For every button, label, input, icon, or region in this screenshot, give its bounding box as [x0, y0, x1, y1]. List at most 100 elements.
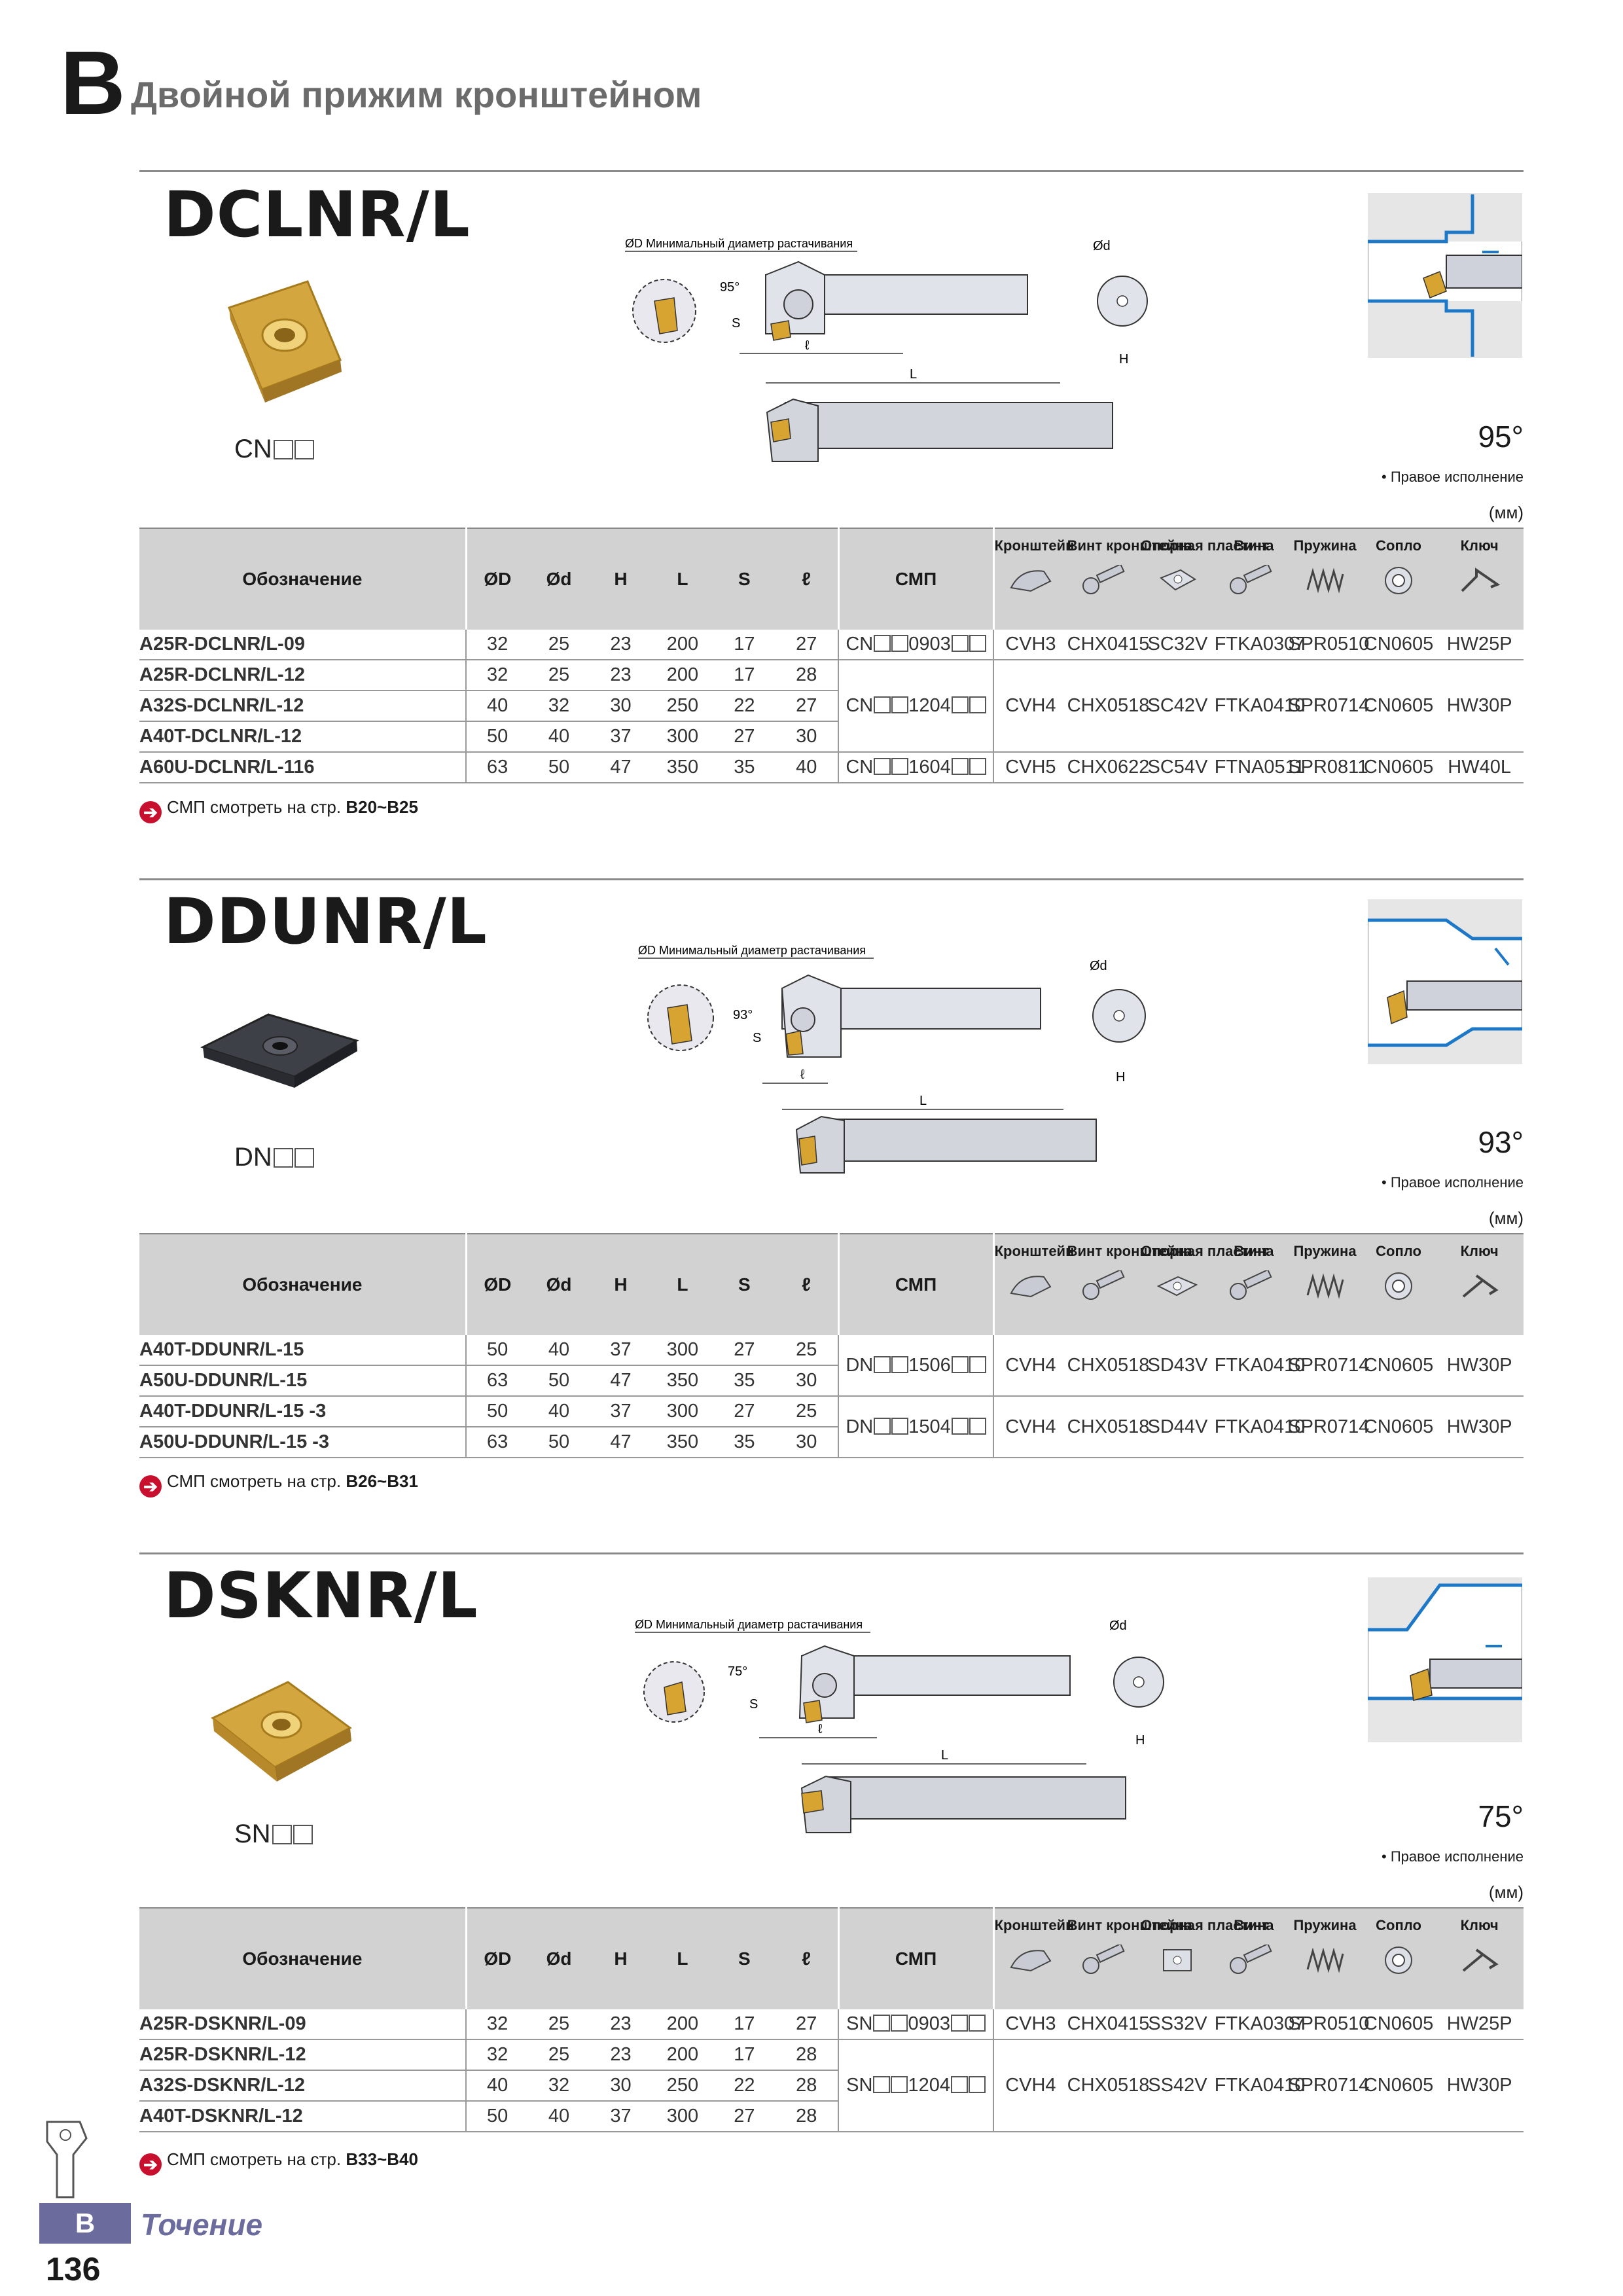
svg-text:Ød: Ød	[1109, 1619, 1127, 1633]
table-row: A32S-DSKNR/L-12 40 32 30 250 22 28	[139, 2070, 1524, 2102]
svg-text:ℓ: ℓ	[800, 1067, 805, 1082]
turning-tool-icon	[46, 2121, 88, 2198]
screw-icon	[1229, 1945, 1272, 1975]
table-row: A40T-DDUNR/L-15 -3 50 40 37 300 27 25 DN…	[139, 1396, 1524, 1458]
chapter-label: Точение	[141, 2208, 263, 2242]
table-header: Обозначение ØD Ød H L S ℓ СМП Кронштейн …	[139, 1233, 1524, 1335]
nozzle-icon	[1385, 1946, 1413, 1975]
svg-text:H: H	[1135, 1733, 1145, 1748]
spring-icon	[1306, 1947, 1344, 1973]
col-l: ℓ	[775, 528, 838, 630]
col-d: Ød	[527, 528, 590, 630]
svg-text:Ød: Ød	[1090, 959, 1107, 973]
tool-drawing: ØD Минимальный диаметр растачивания 75° …	[635, 1618, 1164, 1833]
insert-reference-note: ➔СМП смотреть на стр. B26~B31	[139, 1471, 418, 1498]
spec-table: Обозначение ØD Ød H L S ℓ СМП Кронштейн …	[139, 1233, 1524, 1458]
page-number: 136	[46, 2251, 101, 2287]
section-letter: B	[60, 33, 126, 134]
page-title: Двойной прижим кронштейном	[131, 74, 702, 115]
model-title: DCLNR/L	[164, 178, 471, 251]
tool-drawing: ØD Минимальный диаметр растачивания 95° …	[625, 237, 1148, 462]
approach-angle: 93°	[1478, 1125, 1524, 1159]
screw-icon	[1082, 565, 1125, 595]
svg-text:Ød: Ød	[1093, 239, 1111, 253]
insert-code: SN	[234, 1820, 313, 1849]
spec-table: Обозначение ØD Ød H L S ℓ СМП Кронштейн …	[139, 528, 1524, 783]
screw-icon	[1082, 1270, 1125, 1300]
table-row: A40T-DSKNR/L-12 50 40 37 300 27 28	[139, 2101, 1524, 2132]
table-row: A50U-DDUNR/L-15 63 50 47 350 35 30	[139, 1365, 1524, 1397]
insert-image	[200, 1013, 359, 1088]
col-seat: Опорная пластина	[1141, 528, 1274, 630]
spring-icon	[1306, 567, 1344, 594]
section-separator	[139, 1552, 1524, 1554]
svg-text:L: L	[919, 1094, 927, 1108]
col-H: H	[590, 528, 652, 630]
table-header: Обозначение ØD Ød H L S ℓ СМП Кронштейн …	[139, 1907, 1524, 2009]
col-clamp: Кронштейн	[992, 528, 1074, 630]
svg-text:L: L	[941, 1748, 948, 1763]
svg-text:H: H	[1119, 352, 1128, 367]
table-row: A50U-DDUNR/L-15 -3 63 50 47 350 35 30	[139, 1427, 1524, 1458]
screw-icon	[1082, 1945, 1125, 1975]
key-icon	[1462, 1948, 1499, 1972]
model-title: DDUNR/L	[164, 885, 488, 958]
clamp-icon	[1010, 1950, 1052, 1972]
insert-reference-note: ➔СМП смотреть на стр. B33~B40	[139, 2149, 418, 2176]
insert-code: DN	[234, 1143, 314, 1172]
units-label: (мм)	[1488, 1882, 1524, 1902]
section-separator	[139, 878, 1524, 880]
right-version-note: • Правое исполнение	[1382, 1848, 1524, 1865]
seat-icon	[1163, 1949, 1192, 1972]
min-diameter-label: ØD Минимальный диаметр растачивания	[638, 944, 866, 957]
operation-sketch	[1368, 899, 1522, 1064]
min-diameter-label: ØD Минимальный диаметр растачивания	[635, 1618, 863, 1631]
screw-icon	[1229, 565, 1272, 595]
table-header: Обозначение ØD Ød H L S ℓ СМП Кронштейн …	[139, 528, 1524, 630]
insert-code: CN	[234, 435, 314, 464]
insert-reference-note: ➔СМП смотреть на стр. B20~B25	[139, 797, 418, 823]
insert-image	[211, 1681, 352, 1782]
table-row: A40T-DCLNR/L-12 50 40 37 300 27 30	[139, 721, 1524, 753]
operation-sketch	[1368, 193, 1522, 358]
units-label: (мм)	[1488, 503, 1524, 522]
col-screw1: Винт кронштейна	[1067, 528, 1192, 630]
screw-icon	[1229, 1270, 1272, 1300]
svg-text:S: S	[753, 1031, 761, 1045]
svg-text:75°: 75°	[728, 1664, 747, 1679]
right-version-note: • Правое исполнение	[1382, 1174, 1524, 1191]
seat-icon	[1157, 1276, 1198, 1297]
svg-text:H: H	[1116, 1070, 1125, 1085]
col-insert: СМП	[837, 528, 994, 630]
svg-text:ℓ: ℓ	[805, 338, 810, 353]
svg-text:L: L	[910, 367, 917, 382]
arrow-icon: ➔	[139, 1475, 162, 1498]
spec-table: Обозначение ØD Ød H L S ℓ СМП Кронштейн …	[139, 1907, 1524, 2132]
units-label: (мм)	[1488, 1208, 1524, 1228]
insert-image	[228, 280, 342, 403]
col-nozzle: Сопло	[1361, 528, 1436, 630]
col-S: S	[713, 528, 776, 630]
key-icon	[1462, 1274, 1499, 1298]
min-diameter-label: ØD Минимальный диаметр растачивания	[625, 237, 853, 250]
approach-angle: 95°	[1478, 420, 1524, 454]
svg-text:S: S	[732, 316, 740, 331]
svg-text:ℓ: ℓ	[818, 1722, 823, 1736]
tool-drawing: ØD Минимальный диаметр растачивания 93° …	[638, 944, 1146, 1174]
arrow-icon: ➔	[139, 2153, 162, 2176]
col-D: ØD	[465, 528, 528, 630]
svg-text:95°: 95°	[720, 280, 740, 295]
arrow-icon: ➔	[139, 801, 162, 823]
spring-icon	[1306, 1273, 1344, 1299]
svg-text:93°: 93°	[733, 1008, 753, 1022]
col-spring: Пружина	[1288, 528, 1362, 630]
col-key: Ключ	[1435, 528, 1524, 630]
nozzle-icon	[1385, 1272, 1413, 1300]
clamp-icon	[1010, 570, 1052, 592]
chapter-tab: B	[39, 2203, 131, 2244]
model-title: DSKNR/L	[164, 1559, 478, 1632]
